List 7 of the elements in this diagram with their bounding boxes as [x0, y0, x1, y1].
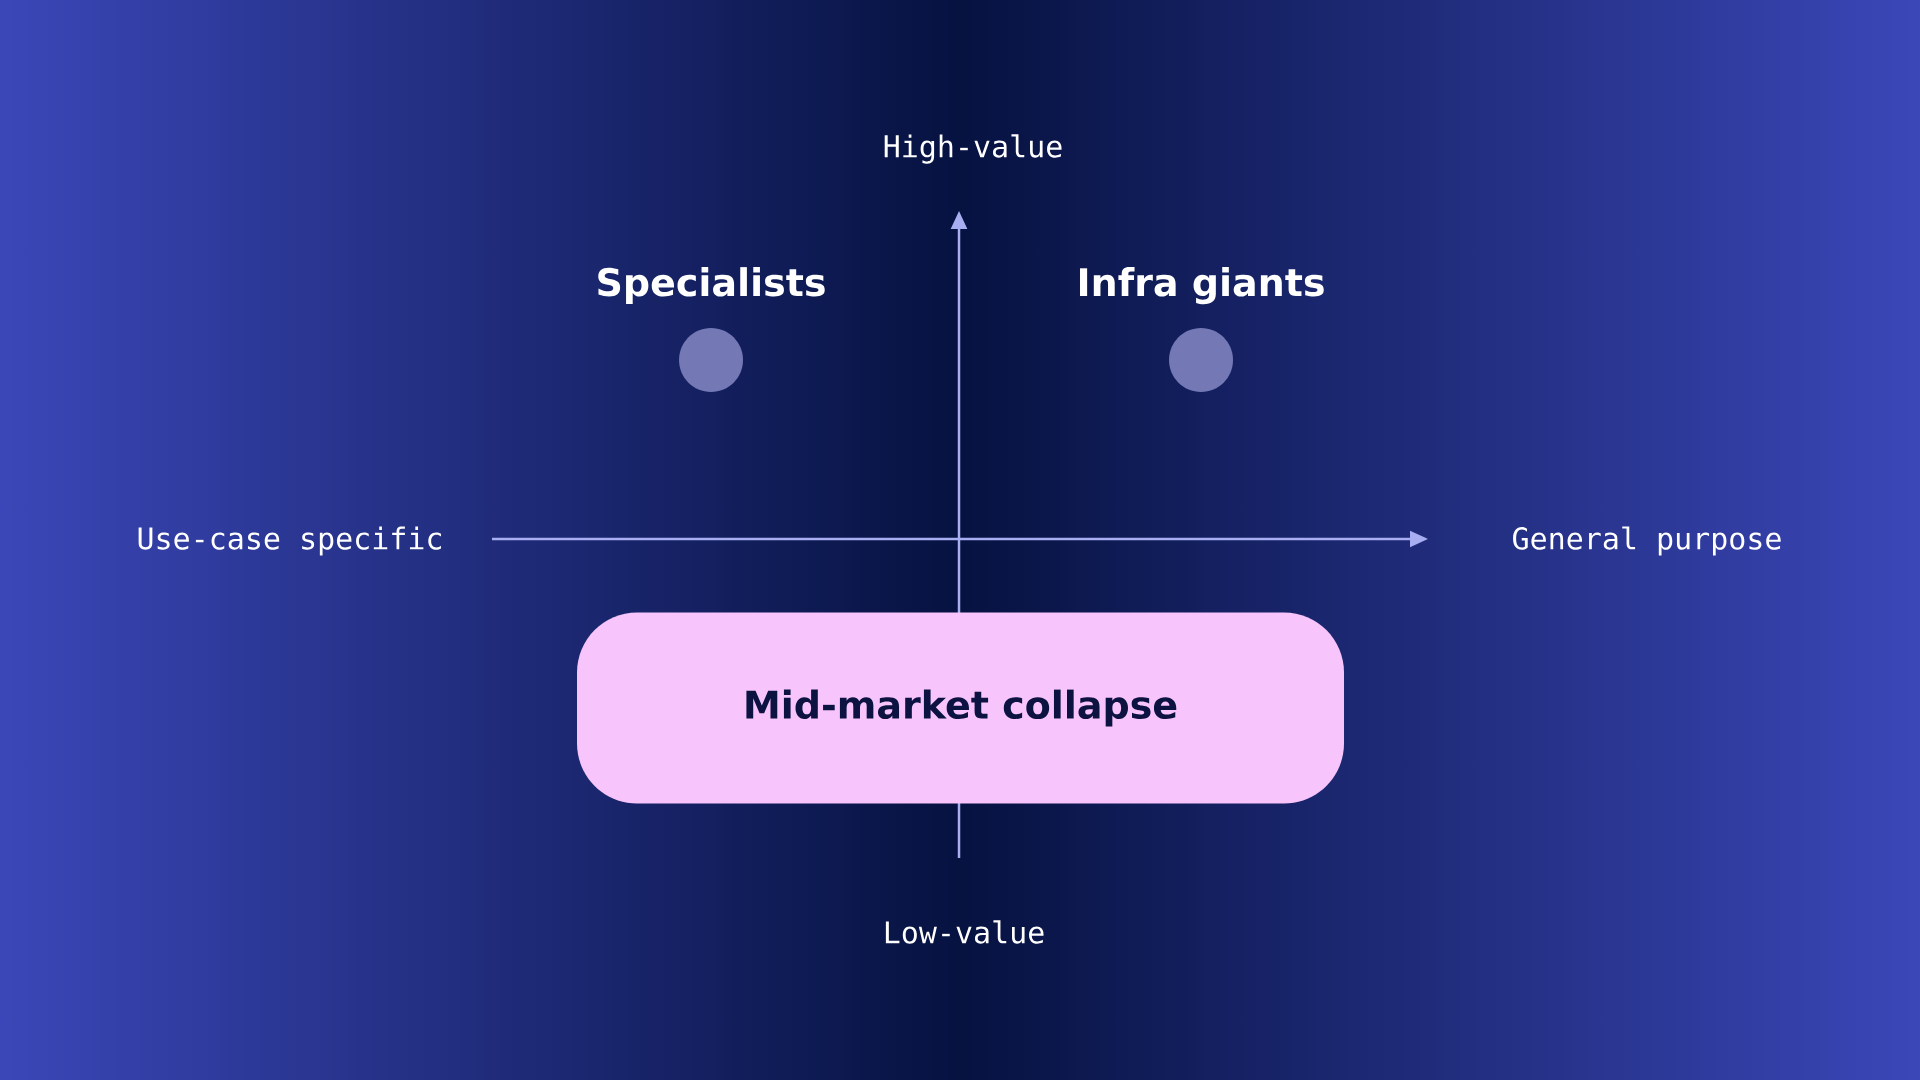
quadrant-heading: Specialists [598, 267, 825, 304]
axis-label: Low-value [885, 920, 1044, 944]
zone-box: Mid-market collapse [577, 612, 1344, 804]
axis-label: General purpose [1513, 526, 1781, 556]
axis-label: High-value [884, 134, 1062, 164]
axis-label: Use-case specific [138, 526, 441, 556]
quadrant-heading: Infra giants [1079, 267, 1324, 305]
